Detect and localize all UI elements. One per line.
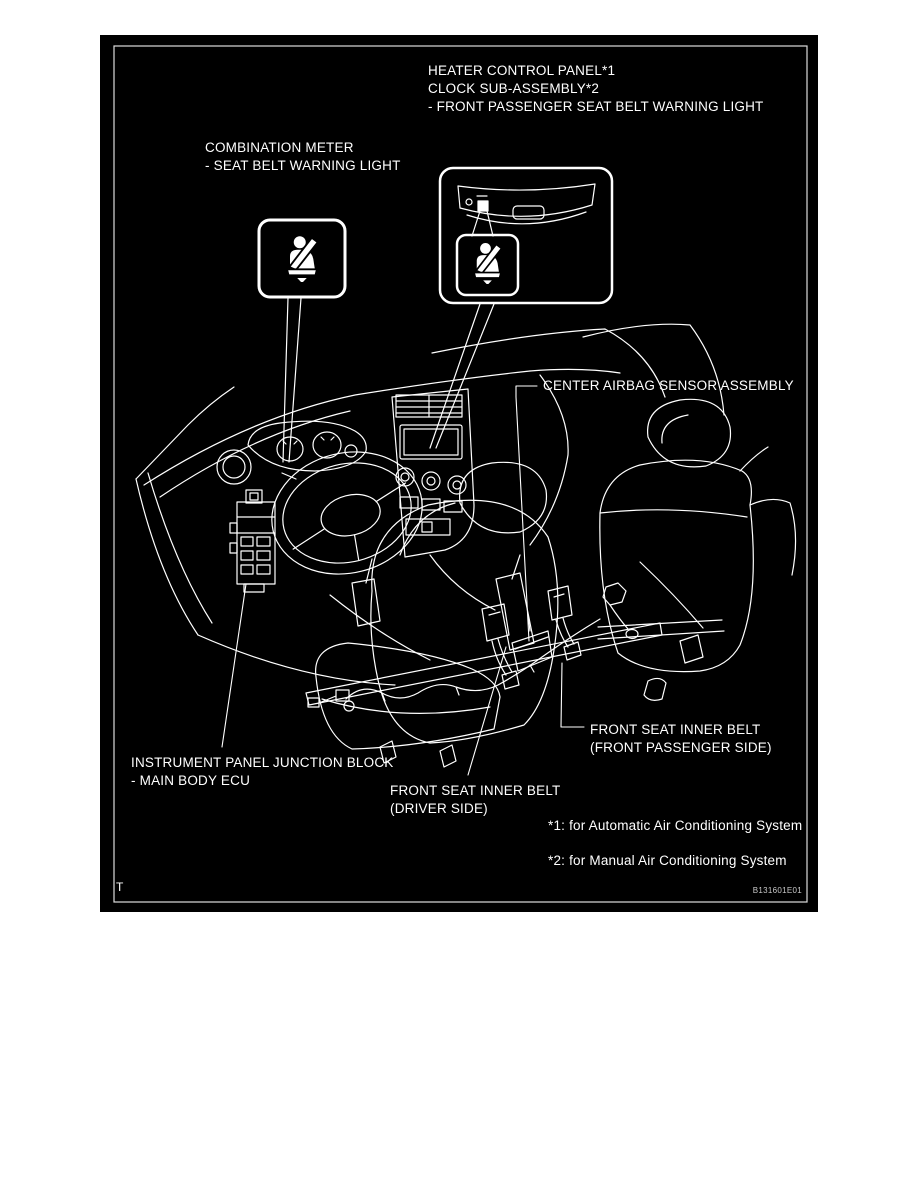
callout-combination-meter: COMBINATION METER - SEAT BELT WARNING LI… — [205, 139, 401, 175]
center-airbag-sensor-drawing — [511, 614, 553, 672]
callout-center-airbag-sensor: CENTER AIRBAG SENSOR ASSEMBLY — [543, 377, 794, 395]
callout-text: CENTER AIRBAG SENSOR ASSEMBLY — [543, 378, 794, 393]
footnote-1: *1: for Automatic Air Conditioning Syste… — [548, 818, 803, 833]
vehicle-interior-line-art — [113, 45, 808, 903]
callout-text: - MAIN BODY ECU — [131, 773, 251, 788]
callout-text: FRONT SEAT INNER BELT — [590, 722, 761, 737]
callout-text: (DRIVER SIDE) — [390, 801, 488, 816]
footnote-2: *2: for Manual Air Conditioning System — [548, 853, 787, 868]
callout-inner-belt-passenger: FRONT SEAT INNER BELT (FRONT PASSENGER S… — [590, 721, 772, 757]
leader-inner-belt-passenger — [560, 662, 585, 728]
callout-text: - SEAT BELT WARNING LIGHT — [205, 158, 401, 173]
passenger-belt-light-callout-box — [455, 233, 520, 297]
warning-light-location-marker — [477, 200, 489, 212]
callout-text: HEATER CONTROL PANEL*1 — [428, 63, 616, 78]
leader-inner-belt-driver — [467, 646, 507, 776]
junction-block-drawing — [229, 489, 276, 593]
figure-code: B131601E01 — [752, 886, 802, 895]
leader-center-airbag-sensor — [515, 385, 538, 642]
seat-belt-warning-icon — [286, 235, 319, 282]
leader-combination-meter — [282, 297, 302, 463]
leader-junction-block — [221, 583, 247, 748]
frame-border — [113, 45, 808, 903]
leader-heater-panel — [429, 303, 495, 449]
callout-junction-block: INSTRUMENT PANEL JUNCTION BLOCK - MAIN B… — [131, 754, 393, 790]
callout-text: (FRONT PASSENGER SIDE) — [590, 740, 772, 755]
callout-inner-belt-driver: FRONT SEAT INNER BELT (DRIVER SIDE) — [390, 782, 560, 818]
corner-marker: T — [116, 880, 124, 894]
callout-text: COMBINATION METER — [205, 140, 354, 155]
combination-meter-callout-box — [257, 218, 347, 299]
callout-text: - FRONT PASSENGER SEAT BELT WARNING LIGH… — [428, 99, 764, 114]
inner-belt-driver-drawing — [481, 603, 520, 690]
callout-heater-control-panel: HEATER CONTROL PANEL*1 CLOCK SUB-ASSEMBL… — [428, 62, 764, 116]
inner-belt-passenger-drawing — [547, 585, 582, 661]
callout-text: FRONT SEAT INNER BELT — [390, 783, 561, 798]
callout-text: INSTRUMENT PANEL JUNCTION BLOCK — [131, 755, 394, 770]
heater-panel-callout-box — [438, 166, 614, 305]
seat-belt-harness-drawing — [307, 582, 639, 712]
callout-text: CLOCK SUB-ASSEMBLY*2 — [428, 81, 600, 96]
seat-belt-warning-icon — [473, 242, 503, 284]
diagram-panel: HEATER CONTROL PANEL*1 CLOCK SUB-ASSEMBL… — [100, 35, 818, 912]
